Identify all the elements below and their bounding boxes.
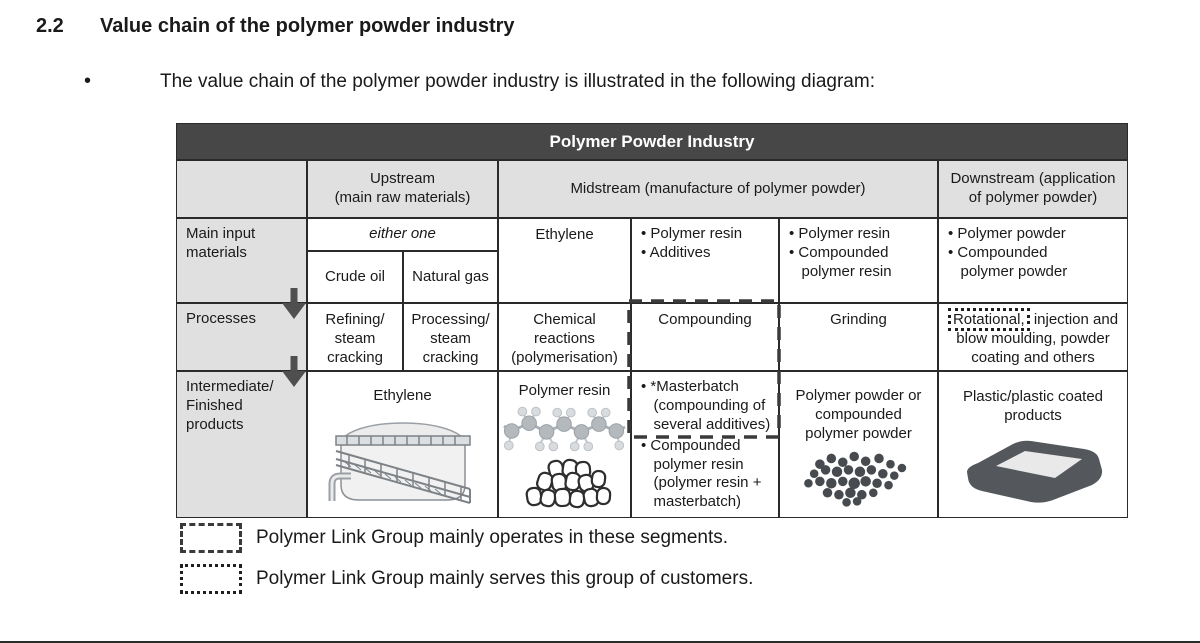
cell-input-powder-compounded: • Polymer powder • Compounded polymer po… — [938, 218, 1128, 303]
polymer-resin-product-label: Polymer resin — [518, 381, 611, 399]
downstream-processes-text: injection and blow moulding, powder coat… — [956, 311, 1119, 366]
ethylene-product-label: Ethylene — [373, 386, 432, 404]
cell-refining: Refining/ steam cracking — [307, 303, 403, 371]
header-blank-cell — [176, 160, 307, 218]
cell-grinding: Grinding — [779, 303, 938, 371]
intro-sentence: The value chain of the polymer powder in… — [160, 71, 875, 92]
polymer-powder-illustration — [804, 451, 907, 507]
value-chain-table: Polymer Powder Industry Upstream (main r… — [176, 123, 1128, 518]
cell-intermediate-masterbatch: • *Masterbatch (compounding of several a… — [631, 371, 779, 518]
row-label-processes: Processes — [176, 303, 307, 371]
legend-serves: Polymer Link Group mainly serves this gr… — [180, 564, 753, 594]
plastic-product-illustration — [967, 440, 1103, 503]
section-title: Value chain of the polymer powder indust… — [100, 15, 515, 37]
cell-compounding: Compounding — [631, 303, 779, 371]
legend-operates-label: Polymer Link Group mainly operates in th… — [256, 527, 729, 548]
page-bottom-rule — [0, 641, 1200, 643]
resin-pellets-illustration — [525, 459, 611, 509]
cell-intermediate-powder: Polymer powder or compounded polymer pow… — [779, 371, 938, 518]
plastic-product-label: Plastic/plastic coated products — [962, 388, 1104, 424]
legend-operates: Polymer Link Group mainly operates in th… — [180, 523, 728, 553]
cell-natural-gas: Natural gas — [403, 251, 498, 303]
dashed-box-icon — [180, 523, 242, 553]
section-number: 2.2 — [36, 15, 64, 37]
cell-chemical-reactions: Chemical reactions (polymerisation) — [498, 303, 631, 371]
cell-intermediate-plastic: Plastic/plastic coated products — [938, 371, 1128, 518]
row-label-main-input: Main input materials — [176, 218, 307, 303]
compounded-resin-text: • Compounded polymer resin (polymer resi… — [641, 436, 762, 511]
table-title-bar: Polymer Powder Industry — [176, 123, 1128, 160]
header-downstream: Downstream (application of polymer powde… — [938, 160, 1128, 218]
dotted-box-icon — [180, 564, 242, 594]
row-label-intermediate: Intermediate/ Finished products — [176, 371, 307, 518]
cell-either-one: either one — [307, 218, 498, 251]
cell-processing: Processing/ steam cracking — [403, 303, 498, 371]
cell-input-resin-compounded: • Polymer resin • Compounded polymer res… — [779, 218, 938, 303]
legend-serves-label: Polymer Link Group mainly serves this gr… — [256, 568, 754, 589]
cell-intermediate-polymer-resin: Polymer resin — [498, 371, 631, 518]
bullet-icon: • — [84, 70, 92, 92]
cell-intermediate-ethylene: Ethylene — [307, 371, 498, 518]
masterbatch-text: • *Masterbatch (compounding of several a… — [641, 378, 771, 433]
powder-product-label: Polymer powder or compounded polymer pow… — [795, 387, 922, 442]
cell-downstream-processes: Rotational, injection and blow moulding,… — [938, 303, 1128, 371]
header-midstream: Midstream (manufacture of polymer powder… — [498, 160, 938, 218]
cell-crude-oil: Crude oil — [307, 251, 403, 303]
polymer-molecule-illustration — [502, 407, 626, 452]
cell-input-ethylene: Ethylene — [498, 218, 631, 303]
header-upstream: Upstream (main raw materials) — [307, 160, 498, 218]
storage-tank-illustration — [328, 422, 471, 505]
cell-input-resin-additives: • Polymer resin • Additives — [631, 218, 779, 303]
customer-group-highlight: Rotational, — [947, 308, 1030, 331]
